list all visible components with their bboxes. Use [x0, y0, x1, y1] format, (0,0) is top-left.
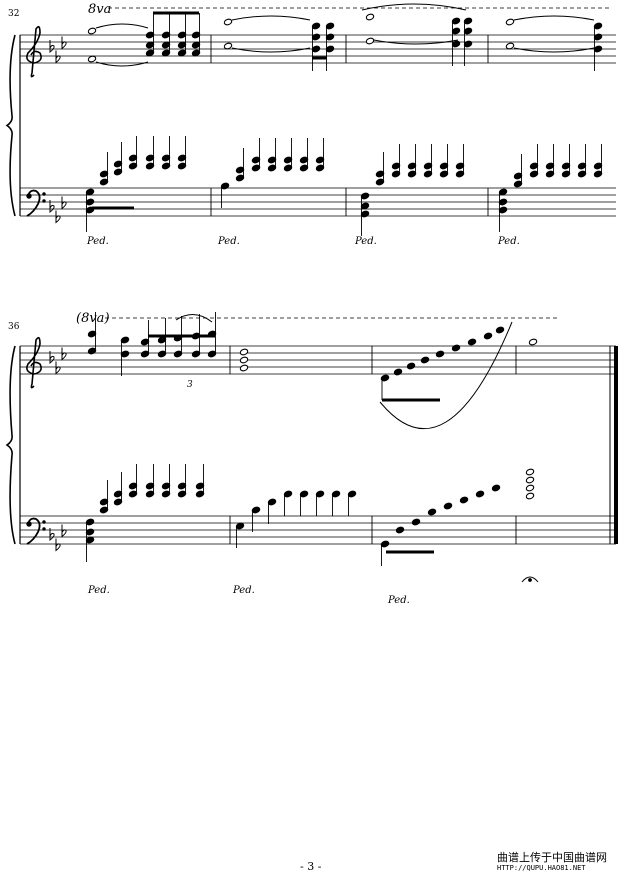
half-note-head — [223, 42, 233, 50]
half-note-head — [525, 468, 535, 476]
pedal-mark: Ped. — [233, 585, 255, 596]
flat-icon — [49, 351, 55, 365]
note-head — [427, 508, 437, 516]
note-head — [406, 362, 416, 370]
flat-icon — [61, 36, 67, 50]
page-number: - 3 - — [300, 860, 322, 873]
half-note-head — [239, 356, 249, 364]
bass-clef-dot — [26, 521, 32, 527]
note-head — [393, 368, 403, 376]
bass-clef-dot — [26, 193, 32, 199]
pedal-mark: Ped. — [498, 236, 520, 247]
system-1 — [5, 3, 616, 236]
note-head — [459, 496, 469, 504]
triplet-label: 3 — [187, 380, 193, 390]
bass-clef-dot — [42, 192, 46, 196]
bass-clef-icon — [26, 189, 41, 217]
brace — [5, 345, 16, 545]
slur — [95, 23, 149, 29]
half-note-head — [239, 364, 249, 372]
bass-clef-dot — [42, 520, 46, 524]
half-note-head — [528, 338, 538, 346]
pedal-mark: Ped. — [355, 236, 377, 247]
flat-icon — [61, 524, 67, 538]
flat-icon — [55, 50, 61, 64]
half-note-head — [505, 18, 515, 26]
watermark-url: HTTP://QUPU.HAO81.NET — [497, 864, 586, 872]
pedal-mark: Ped. — [388, 595, 410, 606]
note-head — [411, 518, 421, 526]
half-note-head — [223, 18, 233, 26]
note-head — [475, 490, 485, 498]
slur — [175, 314, 213, 323]
slur — [513, 15, 595, 21]
ottava-mark: (8va) — [76, 311, 110, 326]
system-2 — [5, 312, 618, 583]
pedal-mark: Ped. — [87, 236, 109, 247]
half-note-head — [525, 484, 535, 492]
fermata-icon — [521, 576, 539, 583]
flat-icon — [61, 196, 67, 210]
half-note-head — [87, 55, 97, 63]
watermark-text: 曲谱上传于中国曲谱网 — [497, 851, 607, 864]
pedal-mark: Ped. — [218, 236, 240, 247]
brace — [5, 34, 16, 217]
slur — [95, 61, 149, 67]
flat-icon — [61, 347, 67, 361]
half-note-head — [365, 13, 375, 21]
note-head — [483, 332, 493, 340]
slur — [361, 3, 467, 11]
half-note-head — [525, 476, 535, 484]
slur — [231, 15, 311, 21]
flat-icon — [49, 40, 55, 54]
treble-clef-icon — [26, 25, 42, 78]
half-note-head — [365, 37, 375, 45]
note-head — [395, 526, 405, 534]
fermata-dot — [528, 578, 532, 582]
slur — [379, 321, 513, 430]
note-head — [435, 350, 445, 358]
flat-icon — [49, 528, 55, 542]
bass-clef-icon — [26, 517, 41, 545]
bass-clef-dot — [42, 527, 46, 531]
half-note-head — [525, 492, 535, 500]
note-head — [451, 344, 461, 352]
treble-clef-icon — [26, 336, 42, 389]
half-note-head — [239, 348, 249, 356]
slur — [513, 47, 595, 53]
note-head — [443, 502, 453, 510]
slur — [373, 39, 459, 45]
note-head — [467, 338, 477, 346]
measure-number: 36 — [8, 322, 20, 332]
note-head — [420, 356, 430, 364]
flat-icon — [55, 361, 61, 375]
flat-icon — [55, 538, 61, 552]
flat-icon — [49, 200, 55, 214]
note-head — [495, 326, 505, 334]
half-note-head — [505, 42, 515, 50]
half-note-head — [87, 27, 97, 35]
note-head — [380, 374, 390, 382]
note-head — [491, 484, 501, 492]
ottava-mark: 8va — [88, 2, 112, 17]
measure-number: 32 — [8, 9, 20, 19]
slur — [231, 47, 311, 53]
pedal-mark: Ped. — [88, 585, 110, 596]
flat-icon — [55, 210, 61, 224]
bass-clef-dot — [42, 199, 46, 203]
